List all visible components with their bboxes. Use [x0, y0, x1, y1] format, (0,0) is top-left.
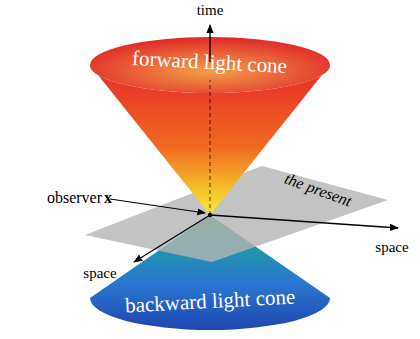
observer-leader [110, 199, 205, 213]
space-axis [134, 215, 210, 262]
time-axis-hidden [210, 80, 211, 215]
space-axis [210, 215, 398, 228]
axis-label: space [83, 266, 116, 281]
observer-label: observer [47, 190, 102, 206]
axis-label: space [375, 240, 408, 255]
forward-cone [90, 65, 330, 215]
axis-label: time [197, 3, 224, 18]
observer-point [208, 213, 212, 217]
observer-symbol: x [104, 190, 112, 206]
